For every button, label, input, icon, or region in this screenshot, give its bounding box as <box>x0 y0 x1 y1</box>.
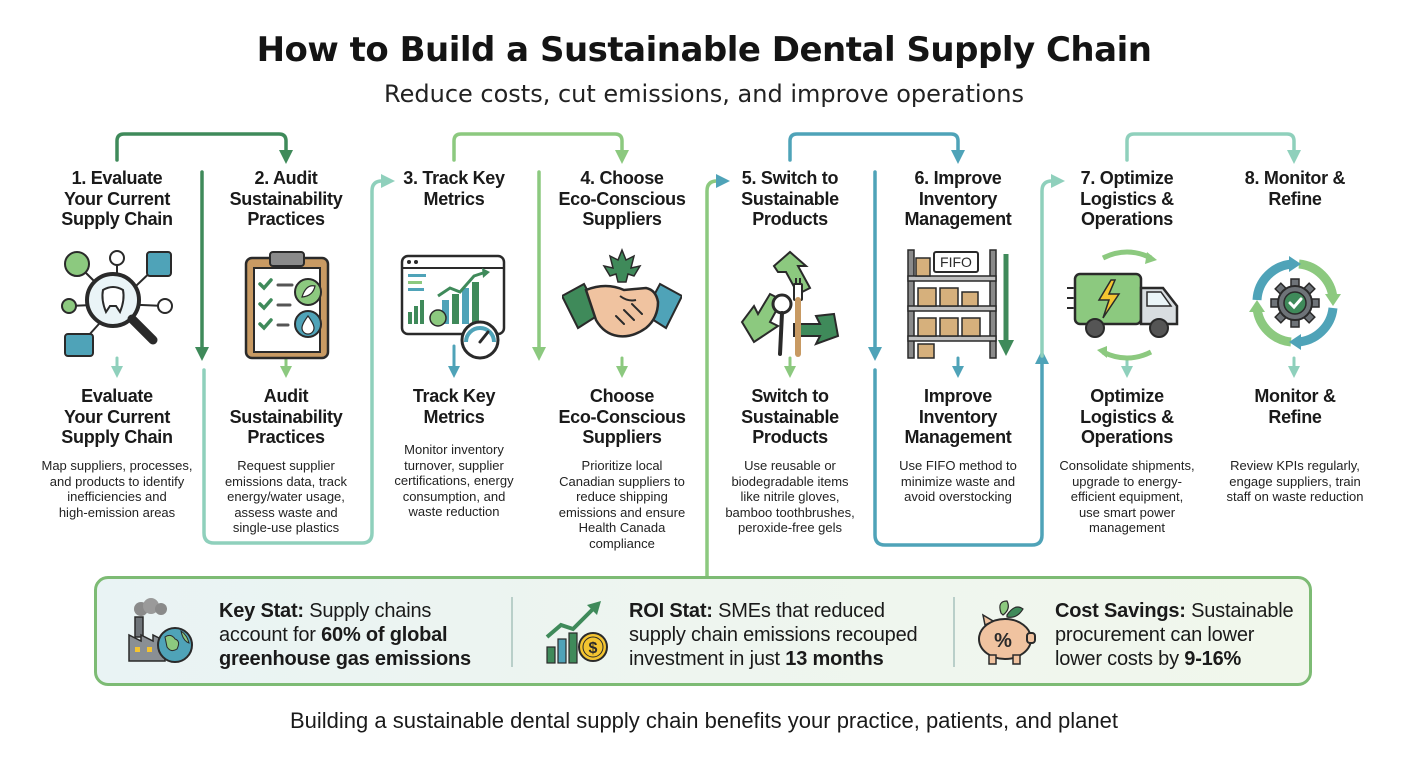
magnifier-tooth-network-icon <box>57 244 177 364</box>
stat-line: lower costs by 9-16% <box>1055 648 1242 670</box>
electric-truck-icon <box>1067 244 1187 364</box>
step-description: Request supplier emissions data, track e… <box>224 458 348 535</box>
connector-loop-6-7 <box>873 350 1049 547</box>
stat-line: Cost Savings: Sustainable <box>1055 600 1294 622</box>
stat-cost-savings: % Cost Savings: Sustainable procurement … <box>969 579 1309 683</box>
stat-key-text: Key Stat: Supply chains account for 60% … <box>219 599 471 671</box>
step-heading: 1. Evaluate Your Current Supply Chain <box>61 168 173 229</box>
connector-top-3-4 <box>452 132 629 164</box>
stat-line: investment in just 13 months <box>629 648 884 670</box>
step-subheading: Monitor & Refine <box>1254 386 1336 427</box>
connector-loop-2-3 <box>202 174 395 545</box>
connector-top-7-8 <box>1125 132 1301 164</box>
piggy-bank-leaf-icon: % <box>971 597 1041 667</box>
step-description: Review KPIs regularly, engage suppliers,… <box>1226 458 1364 504</box>
step-heading: 4. Choose Eco-Conscious Suppliers <box>558 168 686 229</box>
stat-divider <box>953 597 955 667</box>
clipboard-checklist-icon <box>226 244 346 364</box>
step-subheading: Track Key Metrics <box>412 386 496 427</box>
step-heading: 6. Improve Inventory Management <box>904 168 1012 229</box>
step-description: Use reusable or biodegradable items like… <box>725 458 855 535</box>
stat-line: Key Stat: Supply chains <box>219 600 432 622</box>
step-description: Map suppliers, processes, and products t… <box>41 458 193 520</box>
step-subheading: Improve Inventory Management <box>904 386 1012 447</box>
step-heading: 3. Track Key Metrics <box>403 168 505 209</box>
step-description: Monitor inventory turnover, supplier cer… <box>394 442 514 519</box>
stat-line: greenhouse gas emissions <box>219 648 471 670</box>
connector-top-1-2 <box>115 132 293 164</box>
recycle-toothbrush-icon <box>730 244 850 364</box>
stats-panel: Key Stat: Supply chains account for 60% … <box>94 576 1312 686</box>
stat-cost-savings-text: Cost Savings: Sustainable procurement ca… <box>1055 599 1294 671</box>
stat-line: procurement can lower <box>1055 624 1255 646</box>
step-description: Prioritize local Canadian suppliers to r… <box>558 458 686 551</box>
factory-globe-icon <box>125 597 195 667</box>
step-heading: 2. Audit Sustainability Practices <box>229 168 343 229</box>
stat-line: account for 60% of global <box>219 624 448 646</box>
dashboard-gauge-icon <box>394 244 514 364</box>
step-subheading: Switch to Sustainable Products <box>741 386 839 447</box>
step-heading: 7. Optimize Logistics & Operations <box>1080 168 1174 229</box>
growth-chart-coin-icon: $ <box>543 597 613 667</box>
step-description: Use FIFO method to minimize waste and av… <box>899 458 1017 504</box>
footer-tagline: Building a sustainable dental supply cha… <box>290 708 1118 733</box>
step-heading: 5. Switch to Sustainable Products <box>741 168 839 229</box>
step-subheading: Audit Sustainability Practices <box>229 386 343 447</box>
page-title: How to Build a Sustainable Dental Supply… <box>256 30 1152 70</box>
stat-divider <box>511 597 513 667</box>
stat-line: ROI Stat: SMEs that reduced <box>629 600 885 622</box>
connector-rise-7 <box>1040 174 1065 358</box>
fifo-shelf-icon: FIFO <box>898 244 1018 364</box>
page-subtitle: Reduce costs, cut emissions, and improve… <box>384 80 1024 108</box>
step-subheading: Evaluate Your Current Supply Chain <box>61 386 173 447</box>
handshake-maple-leaf-icon <box>562 244 682 364</box>
connector-top-5-6 <box>788 132 965 164</box>
stat-roi-text: ROI Stat: SMEs that reduced supply chain… <box>629 599 918 671</box>
svg-text:$: $ <box>589 640 598 657</box>
step-description: Consolidate shipments, upgrade to energy… <box>1059 458 1195 535</box>
stat-key: Key Stat: Supply chains account for 60% … <box>117 579 507 683</box>
connector-loop-4-5 <box>705 174 730 578</box>
step-subheading: Choose Eco-Conscious Suppliers <box>558 386 686 447</box>
stat-roi: $ ROI Stat: SMEs that reduced supply cha… <box>529 579 929 683</box>
stat-line: supply chain emissions recouped <box>629 624 918 646</box>
step-heading: 8. Monitor & Refine <box>1244 168 1346 209</box>
gear-cycle-check-icon <box>1235 244 1355 364</box>
svg-text:%: % <box>994 630 1012 652</box>
svg-text:FIFO: FIFO <box>940 254 972 270</box>
step-subheading: Optimize Logistics & Operations <box>1080 386 1174 447</box>
